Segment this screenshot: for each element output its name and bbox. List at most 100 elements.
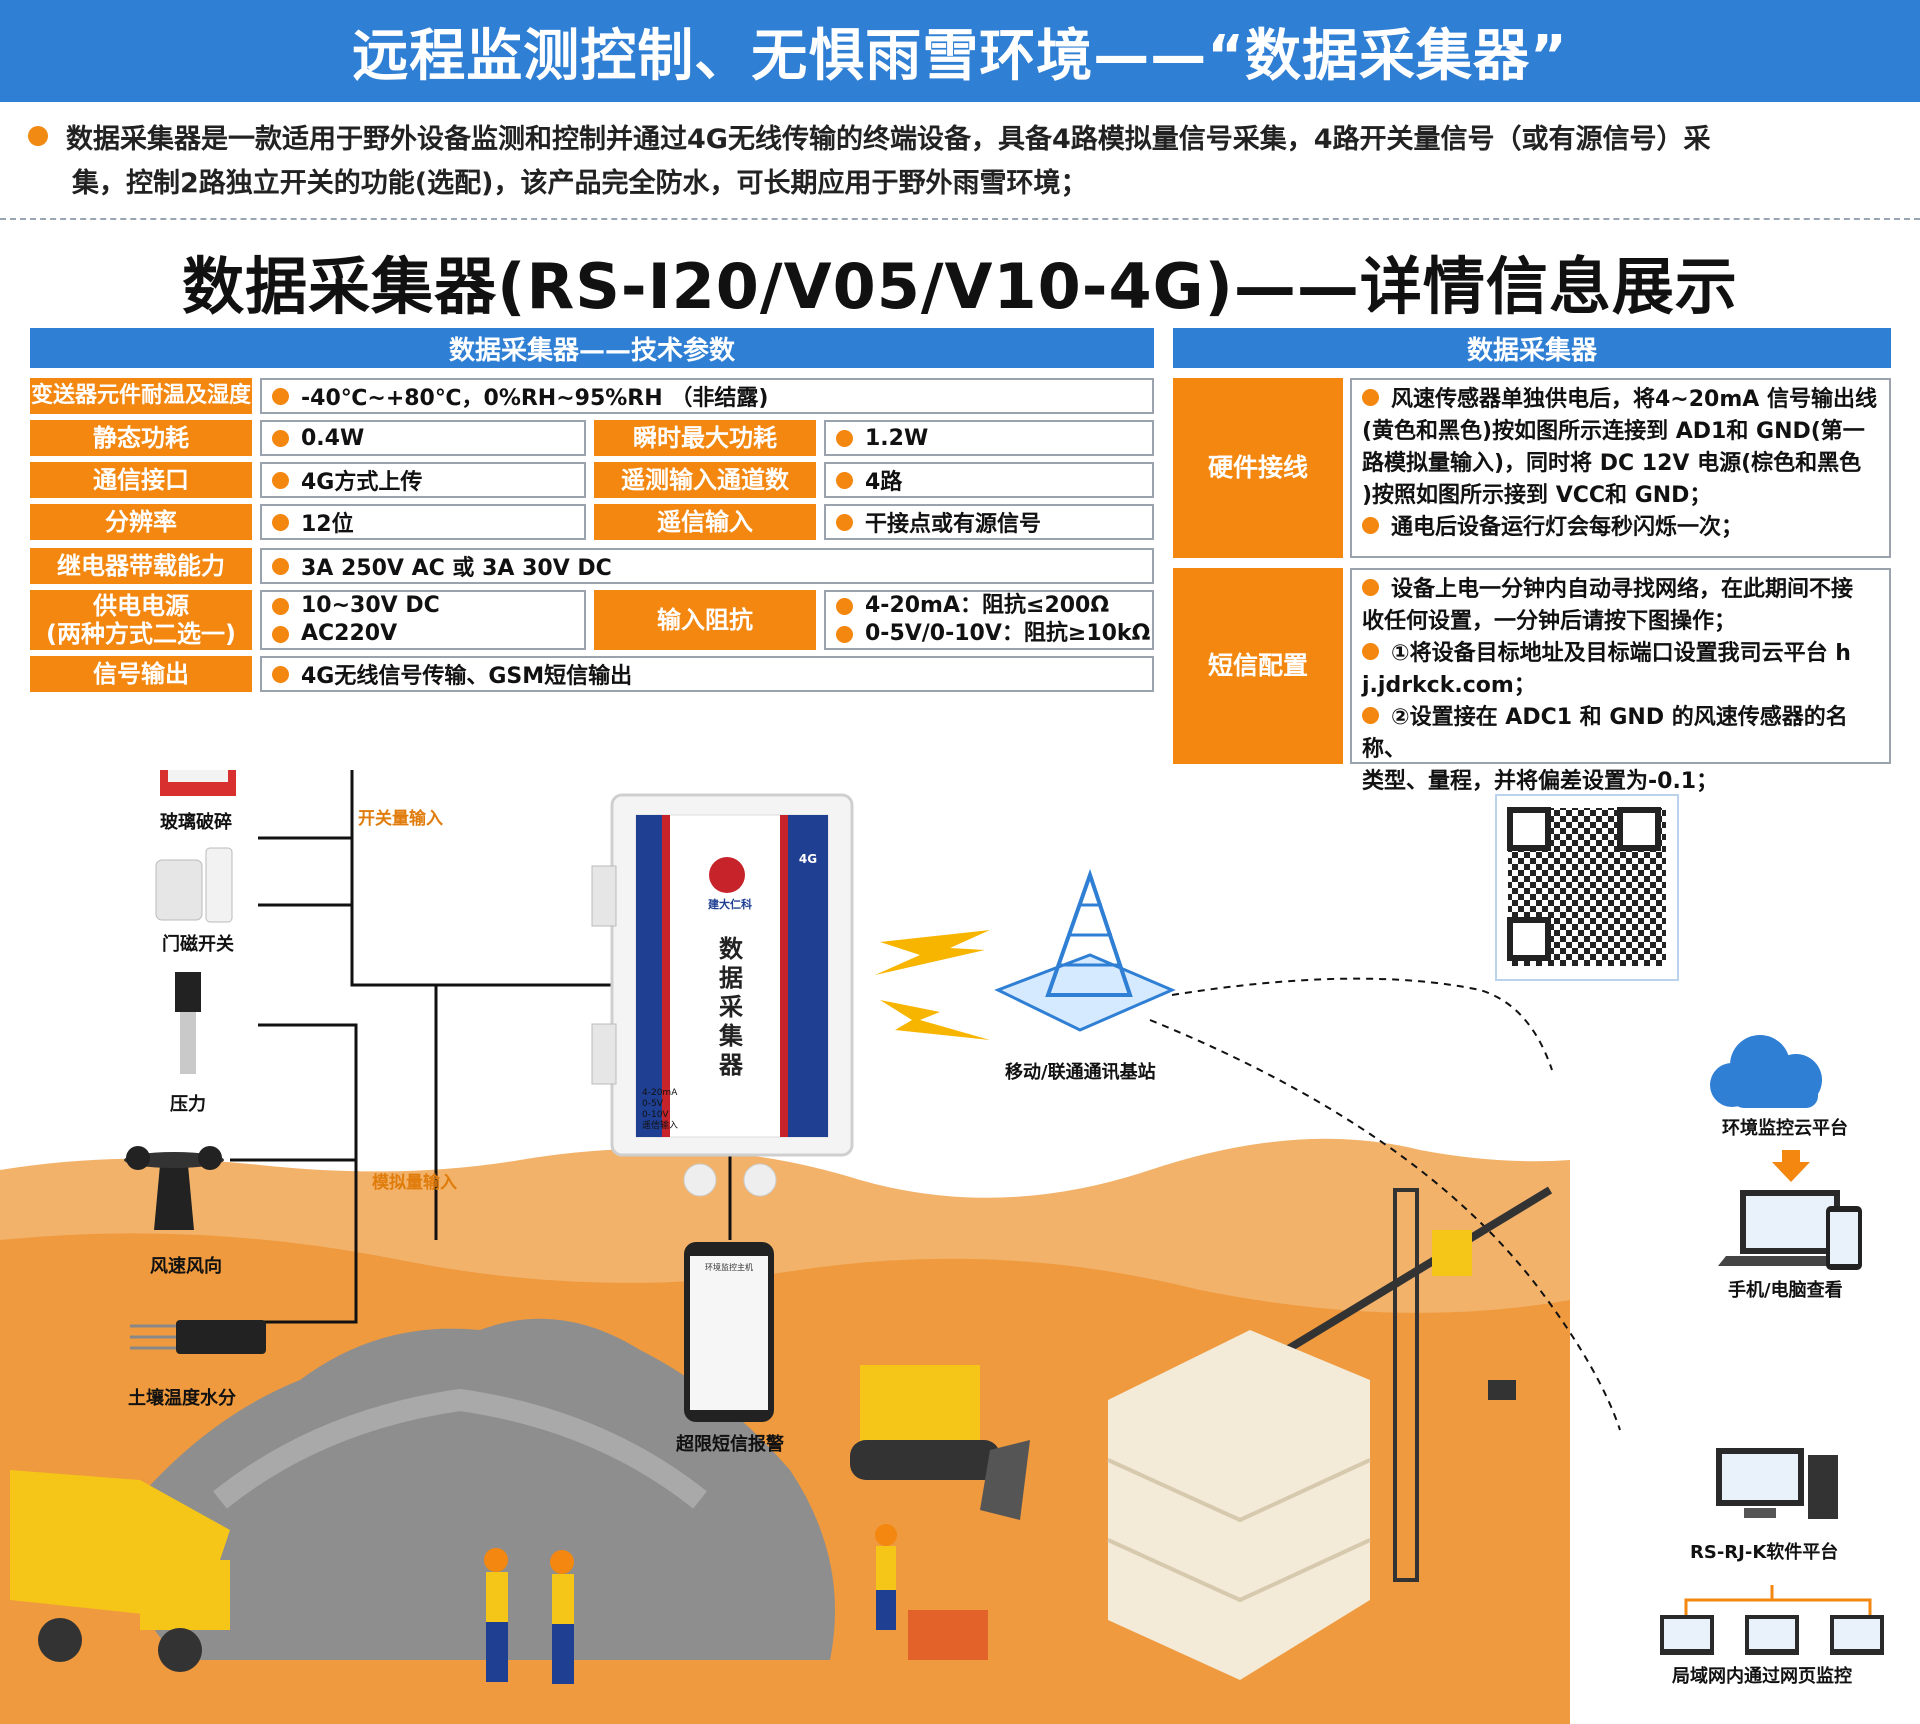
bullet-icon <box>272 429 289 447</box>
bullet-icon <box>272 513 289 531</box>
base-station-tower <box>994 868 1176 1032</box>
spec-text: 3A 250V AC 或 3A 30V DC <box>301 556 612 581</box>
io-label: 0-5V <box>642 1099 663 1109</box>
sms-line: ②设置接在 ADC1 和 GND 的风速传感器的名称、 <box>1362 705 1848 762</box>
lan-network-icon <box>1660 1585 1884 1655</box>
spec-label-power-line2: (两种方式二选一) <box>46 620 236 648</box>
spec-text: 干接点或有源信号 <box>865 512 1042 537</box>
panel-sms-text: 设备上电一分钟内自动寻找网络，在此期间不接 收任何设置，一分钟后请按下图操作； … <box>1350 568 1891 794</box>
specs-header: 数据采集器——技术参数 <box>30 328 1154 368</box>
device-name-char: 采 <box>719 993 743 1021</box>
spec-text: 12位 <box>301 512 354 537</box>
door-magnet-device <box>155 847 233 923</box>
soil-sensor <box>130 1320 266 1354</box>
spec-label-peak-power: 瞬时最大功耗 <box>594 420 816 456</box>
device-name-char: 数 <box>719 935 743 963</box>
spec-label-output: 信号输出 <box>30 656 252 692</box>
spec-label-comm: 通信接口 <box>30 462 252 498</box>
panel-hardware-text: 风速传感器单独供电后，将4~20mA 信号输出线 (黄色和黑色)按如图所示连接到… <box>1350 378 1891 558</box>
sms-phone-icon <box>684 1242 774 1422</box>
spec-text: AC220V <box>301 621 398 646</box>
bullet-icon <box>1362 389 1379 406</box>
device-name-vertical: 数 据 采 集 器 <box>711 935 751 1080</box>
device-4g-label: 4G <box>798 852 818 866</box>
spec-label-resolution: 分辨率 <box>30 504 252 540</box>
spec-label-static-power: 静态功耗 <box>30 420 252 456</box>
arrow-down-icon <box>1772 1150 1810 1182</box>
io-label: 遥信输入 <box>642 1121 679 1131</box>
device-io-list: 4-20mA 0-5V 0-10V 遥信输入 <box>642 1088 722 1132</box>
banner-title: 远程监测控制、无惧雨雪环境——“数据采集器” <box>352 23 1568 89</box>
hardware-line: 通电后设备运行灯会每秒闪烁一次； <box>1391 515 1744 540</box>
intro-line-2: 集，控制2路独立开关的功能(选配)，该产品完全防水，可长期应用于野外雨雪环境； <box>72 168 1088 199</box>
spec-text: 4G无线信号传输、GSM短信输出 <box>301 664 633 689</box>
bullet-icon <box>272 597 289 615</box>
spec-text: 1.2W <box>865 425 929 451</box>
sms-line: j.jdrkck.com； <box>1362 673 1536 698</box>
header-banner <box>0 0 1920 102</box>
anemometer <box>124 1146 224 1230</box>
computer-icon <box>1716 1448 1838 1519</box>
lan-label: 局域网内通过网页监控 <box>1672 1666 1852 1687</box>
hardware-line: (黄色和黑色)按如图所示连接到 AD1和 GND(第一 <box>1362 419 1865 444</box>
device-name-char: 据 <box>719 964 743 992</box>
spec-value-power: 10~30V DC AC220V <box>260 590 586 650</box>
bullet-icon <box>836 597 853 615</box>
dump-truck <box>10 1470 230 1672</box>
io-label: 4-20mA <box>642 1088 678 1098</box>
pressure-sensor <box>175 972 201 1074</box>
spec-label-relay: 继电器带载能力 <box>30 548 252 584</box>
switch-input-label: 开关量输入 <box>358 809 443 829</box>
spec-value-comm: 4G方式上传 <box>260 462 586 498</box>
rock-mound <box>120 1318 835 1660</box>
bullet-icon <box>1362 517 1379 534</box>
bullet-icon <box>1362 707 1379 724</box>
spec-value-remote-signal: 干接点或有源信号 <box>824 504 1154 540</box>
hardware-line: )按照如图所示接到 VCC和 GND； <box>1362 483 1712 508</box>
spec-value-temp: -40℃~+80℃，0%RH~95%RH （非结露) <box>260 378 1154 414</box>
bullet-icon <box>28 126 48 146</box>
spec-label-remote-signal: 遥信输入 <box>594 504 816 540</box>
software-label: RS-RJ-K软件平台 <box>1690 1542 1839 1563</box>
brand-label: 建大仁科 <box>708 898 752 911</box>
bulldozer <box>850 1365 1030 1520</box>
base-station-label: 移动/联通通讯基站 <box>1005 1062 1156 1083</box>
workers <box>484 1524 988 1684</box>
bullet-icon <box>272 625 289 643</box>
detail-title: 数据采集器(RS-I20/V05/V10-4G)——详情信息展示 <box>182 250 1738 323</box>
spec-text: 4-20mA：阻抗≤200Ω <box>865 593 1110 618</box>
spec-label-power: 供电电源 (两种方式二选一) <box>30 590 252 650</box>
sms-alarm-label: 超限短信报警 <box>676 1434 784 1455</box>
intro-paragraph: 数据采集器是一款适用于野外设备监测和控制并通过4G无线传输的终端设备，具备4路模… <box>28 118 1898 206</box>
building-under-construction <box>1107 1330 1371 1680</box>
door-magnet-label: 门磁开关 <box>162 934 234 955</box>
panel-label-hardware: 硬件接线 <box>1173 378 1343 558</box>
pressure-label: 压力 <box>170 1094 206 1115</box>
spec-label-telemetry: 遥测输入通道数 <box>594 462 816 498</box>
cloud-label: 环境监控云平台 <box>1722 1118 1848 1139</box>
spec-value-impedance: 4-20mA：阻抗≤200Ω 0-5V/0-10V：阻抗≥10kΩ <box>824 590 1154 650</box>
cloud-icon <box>1710 1035 1822 1108</box>
network-links <box>1149 977 1621 1431</box>
spec-value-output: 4G无线信号传输、GSM短信输出 <box>260 656 1154 692</box>
spec-value-peak-power: 1.2W <box>824 420 1154 456</box>
panel-header: 数据采集器 <box>1173 328 1891 368</box>
spec-value-relay: 3A 250V AC 或 3A 30V DC <box>260 548 1154 584</box>
bullet-icon <box>272 387 289 405</box>
bullet-icon <box>1362 643 1379 660</box>
bullet-icon <box>836 471 853 489</box>
device-name-char: 器 <box>719 1051 743 1079</box>
soil-label: 土壤温度水分 <box>128 1388 236 1409</box>
sms-line: ①将设备目标地址及目标端口设置我司云平台 h <box>1391 641 1851 666</box>
signal-bolt-icons <box>875 930 990 1040</box>
io-label: 0-10V <box>642 1110 669 1120</box>
wind-label: 风速风向 <box>150 1256 222 1277</box>
intro-line-1: 数据采集器是一款适用于野外设备监测和控制并通过4G无线传输的终端设备，具备4路模… <box>66 124 1711 155</box>
sms-line: 设备上电一分钟内自动寻找网络，在此期间不接 <box>1391 577 1854 602</box>
wiring-lines <box>230 770 732 1324</box>
spec-text: 4路 <box>865 470 903 495</box>
analog-input-label: 模拟量输入 <box>372 1173 457 1193</box>
spec-value-static-power: 0.4W <box>260 420 586 456</box>
spec-label-impedance: 输入阻抗 <box>594 590 816 650</box>
spec-label-power-line1: 供电电源 <box>93 592 189 620</box>
